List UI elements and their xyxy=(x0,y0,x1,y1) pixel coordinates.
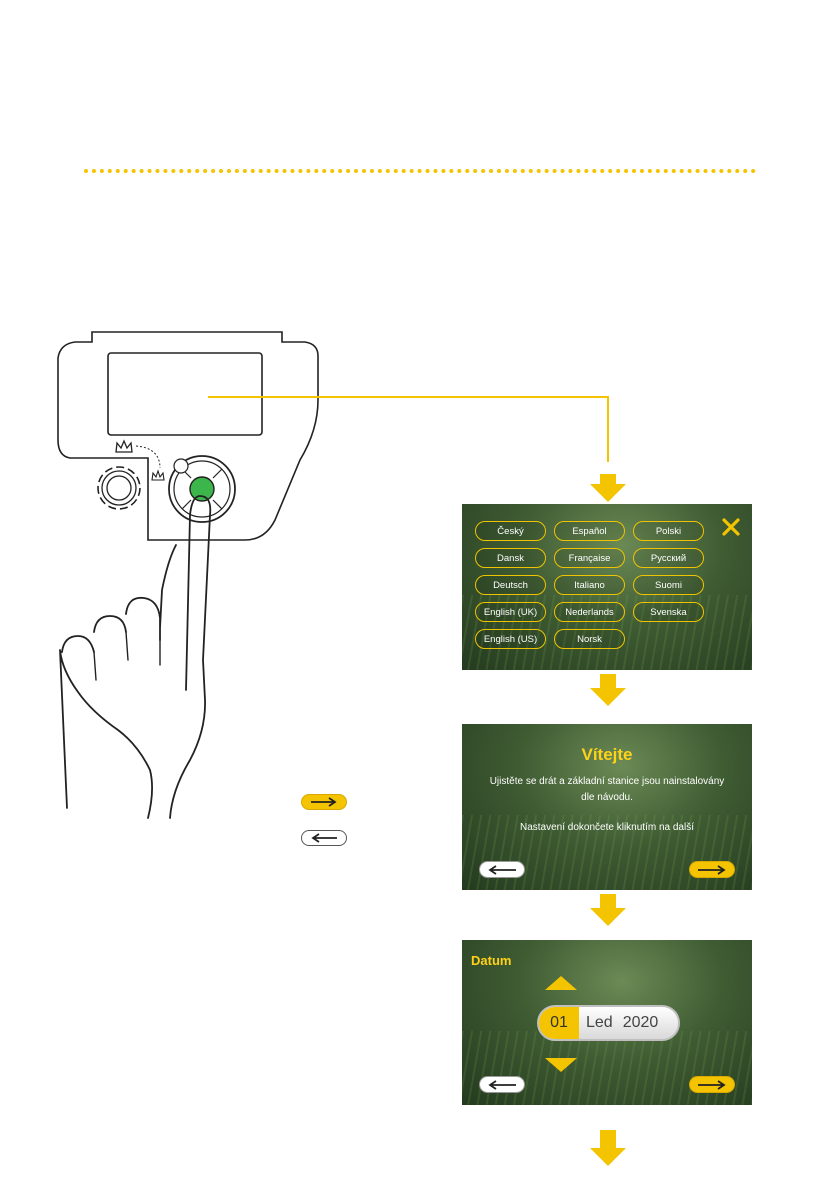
language-button[interactable]: Dansk xyxy=(475,548,546,568)
back-button[interactable] xyxy=(479,1076,525,1093)
flow-arrow-down-icon xyxy=(590,674,626,706)
language-grid: Český Español Polski Dansk Française Рус… xyxy=(475,521,704,649)
date-day[interactable]: 01 xyxy=(539,1007,579,1039)
panel-display xyxy=(108,353,262,435)
back-button[interactable] xyxy=(479,861,525,878)
welcome-line: dle návodu. xyxy=(470,790,744,806)
language-button[interactable]: Norsk xyxy=(554,629,625,649)
language-button[interactable]: Italiano xyxy=(554,575,625,595)
pointing-hand xyxy=(60,496,210,818)
legend-next-button xyxy=(301,794,347,810)
control-dial xyxy=(169,456,235,522)
welcome-screen: Vítejte Ujistěte se drát a základní stan… xyxy=(462,724,752,890)
crown-icon xyxy=(152,471,164,480)
language-button[interactable]: Svenska xyxy=(633,602,704,622)
gear-icon xyxy=(98,467,140,509)
next-button[interactable] xyxy=(689,861,735,878)
language-button[interactable]: Française xyxy=(554,548,625,568)
arrow-left-icon xyxy=(310,833,338,843)
legend-back-button xyxy=(301,830,347,846)
welcome-line: Nastavení dokončete kliknutím na další xyxy=(470,820,744,836)
language-button[interactable]: Русский xyxy=(633,548,704,568)
language-button[interactable]: Český xyxy=(475,521,546,541)
date-picker[interactable]: 01 Led 2020 xyxy=(537,1005,680,1041)
date-title: Datum xyxy=(471,953,511,968)
arrow-right-icon xyxy=(697,1080,727,1090)
language-button[interactable]: Suomi xyxy=(633,575,704,595)
language-button[interactable]: Polski xyxy=(633,521,704,541)
language-button[interactable]: Nederlands xyxy=(554,602,625,622)
date-year[interactable]: 2020 xyxy=(623,1014,659,1032)
crown-icon xyxy=(116,441,132,452)
arrow-right-icon xyxy=(310,797,338,807)
welcome-message: Ujistěte se drát a základní stanice jsou… xyxy=(470,774,744,836)
language-button[interactable]: English (UK) xyxy=(475,602,546,622)
connector-line xyxy=(208,397,608,462)
language-button[interactable]: Español xyxy=(554,521,625,541)
close-icon[interactable] xyxy=(722,518,740,536)
welcome-line: Ujistěte se drát a základní stanice jsou… xyxy=(470,774,744,790)
flow-arrow-down-icon xyxy=(590,894,626,926)
flow-arrow-down-icon xyxy=(590,1130,626,1166)
language-button[interactable]: English (US) xyxy=(475,629,546,649)
language-selection-screen: Český Español Polski Dansk Française Рус… xyxy=(462,504,752,670)
arrow-left-icon xyxy=(487,865,517,875)
arrow-right-icon xyxy=(697,865,727,875)
arrow-left-icon xyxy=(487,1080,517,1090)
triangle-up-icon[interactable] xyxy=(545,976,577,990)
flow-arrow-down-icon xyxy=(590,474,626,502)
date-month[interactable]: Led xyxy=(586,1014,613,1032)
language-button[interactable]: Deutsch xyxy=(475,575,546,595)
date-screen: Datum 01 Led 2020 xyxy=(462,940,752,1105)
green-ok-button xyxy=(190,477,214,501)
next-button[interactable] xyxy=(689,1076,735,1093)
welcome-title: Vítejte xyxy=(462,745,752,765)
triangle-down-icon[interactable] xyxy=(545,1058,577,1072)
